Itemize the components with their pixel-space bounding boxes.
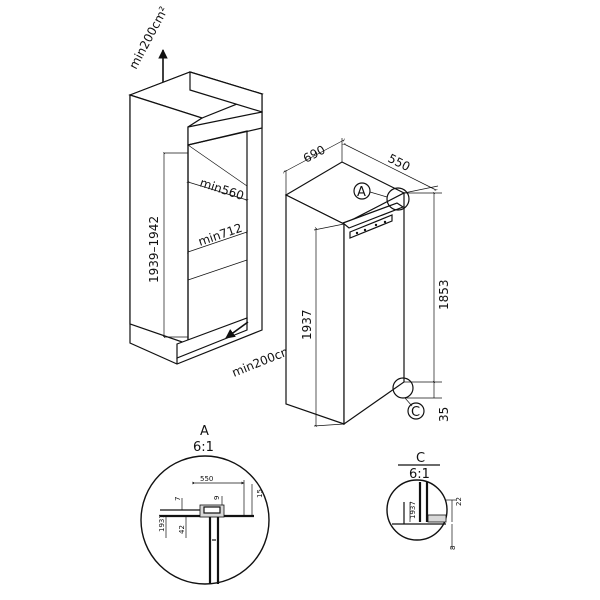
detail-c-scale: 6:1: [409, 467, 430, 482]
screw: [363, 228, 367, 232]
detail-a-label-7: 7: [174, 497, 182, 501]
vent-bottom-arrow: [225, 321, 249, 339]
dim-line-550: [342, 143, 438, 191]
niche-front-band: [187, 111, 263, 146]
dim-line-min560: [186, 181, 249, 201]
top-hinge-plate: [349, 214, 393, 239]
label-depth-550: 550: [386, 151, 413, 174]
screw: [383, 220, 387, 224]
callout-label-c: C: [411, 405, 420, 420]
detail-c-label-1937: 1937: [409, 501, 417, 519]
ext-line: [313, 223, 345, 231]
niche-inner-line: [187, 259, 248, 281]
detail-a-label-9: 9: [213, 496, 221, 500]
detail-c-circle: [386, 479, 448, 541]
detail-a-label-15: 15: [256, 489, 264, 498]
detail-a-scale: 6:1: [193, 440, 214, 455]
ext-line: [403, 185, 439, 194]
niche-inner-line: [187, 144, 248, 187]
niche-cabinet: min560 min712 1939–1942 min200cm² min200…: [126, 4, 299, 380]
detail-c-foot: [427, 514, 447, 523]
callout-marker-c: [407, 402, 425, 420]
callout-leader-a: [369, 191, 388, 198]
screw: [374, 223, 378, 227]
niche-plinth: [176, 317, 248, 359]
label-height-range: 1939–1942: [147, 216, 161, 283]
ext-line: [313, 423, 345, 427]
detail-c-label-22: 22: [455, 497, 463, 506]
detail-a-label-1937: 1937: [158, 514, 166, 532]
detail-c: C 6:1 22 1937 8: [386, 451, 463, 550]
callout-label-a: A: [357, 185, 366, 200]
detail-a-title: A: [200, 424, 209, 439]
detail-a-label-550: 550: [200, 475, 213, 483]
screw: [355, 231, 359, 235]
top-bracket: [341, 202, 405, 229]
appliance-side: [285, 194, 345, 425]
detail-a: A 6:1 550 7 9 15 1937 42: [140, 424, 270, 585]
callout-circle-a: [386, 187, 410, 211]
detail-a-label-42: 42: [178, 525, 186, 534]
dim-line-690: [283, 138, 345, 174]
label-height-1853: 1853: [437, 279, 451, 310]
label-vent-top: min200cm²: [126, 4, 171, 71]
callout-circle-c: [392, 377, 414, 399]
appliance: 690 550 1853 35 1937 A C: [283, 138, 451, 428]
dim-line-min712: [187, 230, 248, 254]
callout-marker-a: [353, 182, 371, 200]
detail-c-title: C: [416, 451, 425, 466]
detail-c-label-8: 8: [449, 546, 457, 550]
label-gap-35: 35: [437, 407, 451, 422]
detail-a-circle: [140, 455, 270, 585]
label-front-1937: 1937: [300, 309, 314, 340]
label-width-690: 690: [301, 143, 328, 166]
detail-a-bracket-inner: [203, 506, 221, 514]
